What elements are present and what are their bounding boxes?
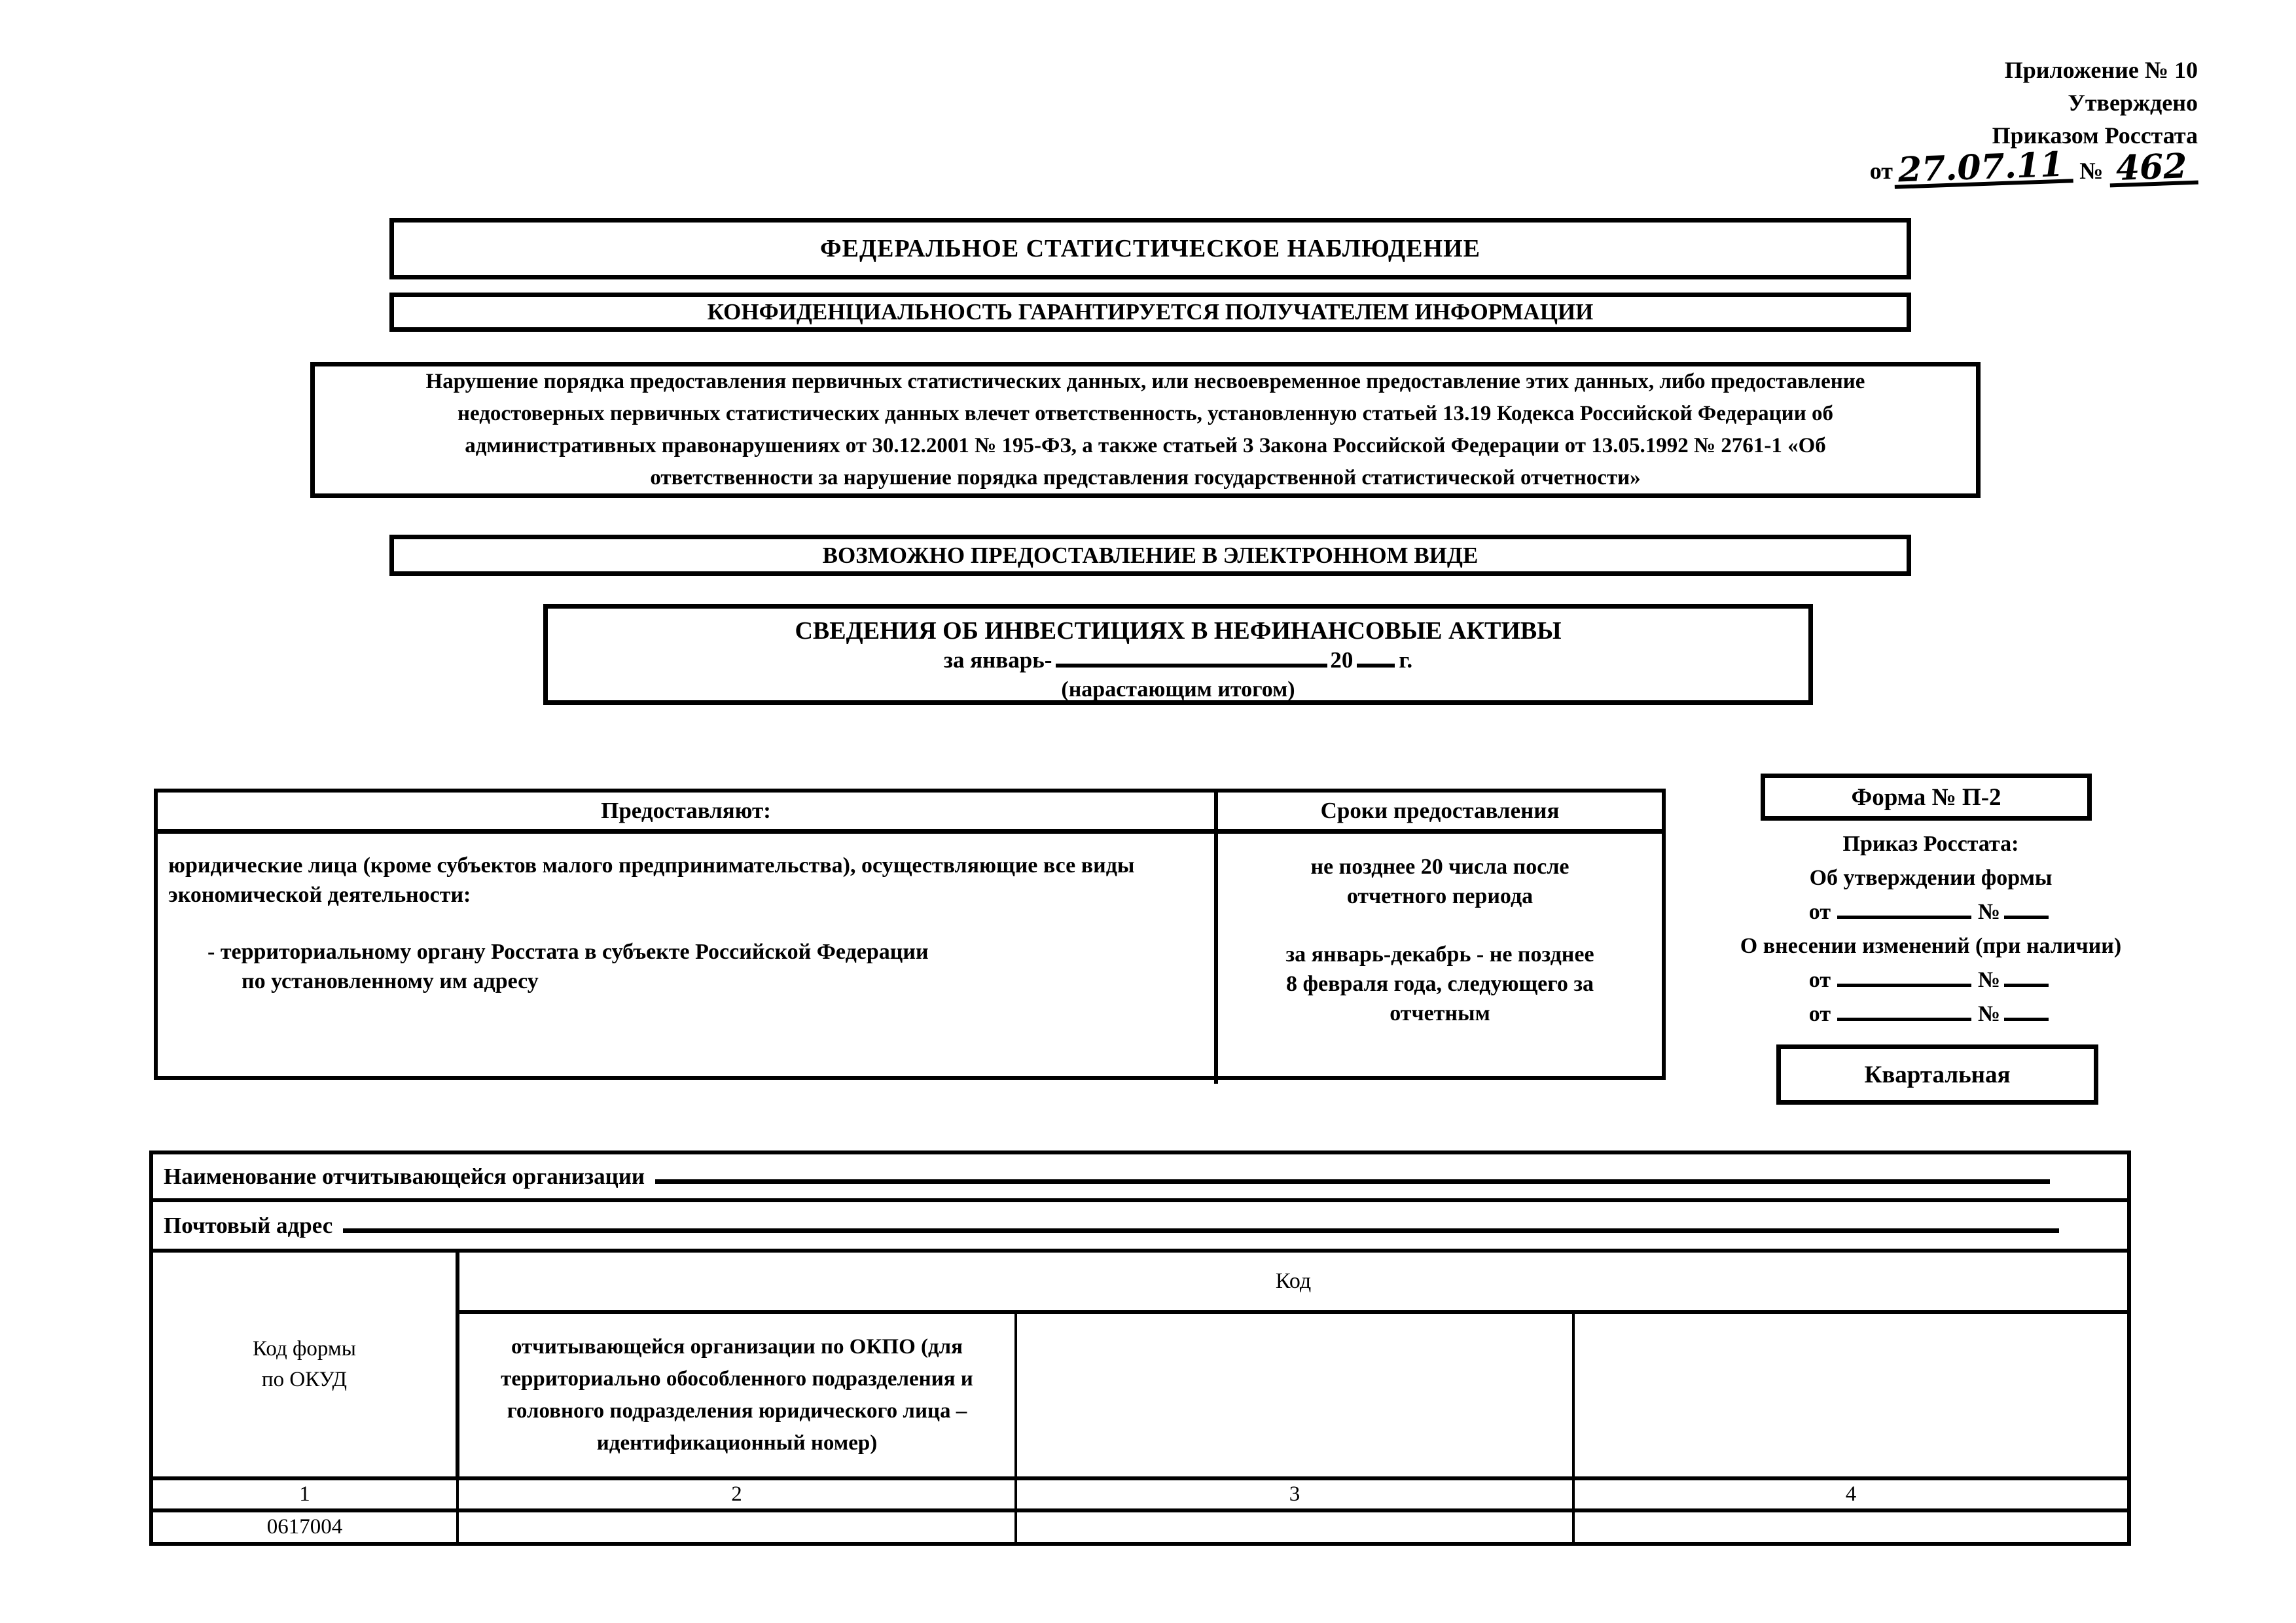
order-title: Приказ Росстата: [1842,832,2019,856]
order-approve-label: Об утверждении формы [1809,866,2053,890]
okpo-header-cell: отчитывающейся организации по ОКПО (для … [456,1310,1017,1480]
providers-recipient-text: - территориальному органу Росстата в суб… [207,940,929,964]
order-date-line-3: от № [1676,997,2186,1031]
column-number-1: 1 [149,1476,459,1512]
order-changes-label: О внесении изменений (при наличии) [1740,934,2122,958]
org-name-input-line[interactable] [655,1179,2051,1184]
order-by-line: Приказом Росстата [1992,122,2198,149]
providers-header-cell: Предоставляют: [158,793,1218,829]
banner-electronic-submission: ВОЗМОЖНО ПРЕДОСТАВЛЕНИЕ В ЭЛЕКТРОННОМ ВИ… [389,535,1911,576]
banner-confidentiality: КОНФИДЕНЦИАЛЬНОСТЬ ГАРАНТИРУЕТСЯ ПОЛУЧАТ… [389,293,1911,332]
warning-text: Нарушение порядка предоставления первичн… [425,370,1865,490]
okud-value-cell: 0617004 [149,1508,459,1546]
order-date-line-2: от № [1676,963,2186,997]
approved-line: Утверждено [2068,90,2198,116]
from-label-2: от [1808,968,1831,992]
number-label-1: № [1978,900,2001,924]
rosstat-order-block: Приказ Росстата: Об утверждении формы от… [1676,827,2186,1031]
banner-federal-observation: ФЕДЕРАЛЬНОЕ СТАТИСТИЧЕСКОЕ НАБЛЮДЕНИЕ [389,218,1911,279]
from-label-1: от [1808,900,1831,924]
order-number-input-1[interactable] [2004,916,2049,919]
postal-address-label: Почтовый адрес [164,1212,333,1238]
code-values-row: 0617004 [149,1508,2132,1546]
reporting-period-line: за январь- 20 г. [944,645,1412,675]
deadline-annual-text: за январь-декабрь - не позднее 8 февраля… [1285,942,1594,1026]
postal-address-input-line[interactable] [343,1228,2060,1233]
form-title: СВЕДЕНИЯ ОБ ИНВЕСТИЦИЯХ В НЕФИНАНСОВЫЕ А… [795,617,1562,645]
approval-number-label: № [2079,158,2104,184]
org-name-row: Наименование отчитывающейся организации [149,1150,2132,1202]
order-date-input-2[interactable] [1837,984,1972,987]
period-year-suffix: г. [1399,647,1413,673]
postal-address-row: Почтовый адрес [149,1198,2132,1253]
period-year-input-line[interactable] [1357,664,1395,668]
providers-address-note: по установленному им адресу [242,969,539,993]
periodicity-box: Квартальная [1776,1044,2098,1105]
approval-date-line: от 27.07.11 № 462 [1831,145,2198,190]
providers-table-header: Предоставляют: Сроки предоставления [158,793,1662,834]
order-date-input-1[interactable] [1837,916,1972,919]
period-month-input-line[interactable] [1056,664,1328,668]
warning-box: Нарушение порядка предоставления первичн… [310,362,1981,498]
code-header-row: Код формы по ОКУД Код [149,1249,2132,1480]
order-date-input-3[interactable] [1837,1018,1972,1021]
deadlines-body-cell: не позднее 20 числа после отчетного пери… [1218,834,1662,1084]
approval-block: Приложение № 10 Утверждено Приказом Росс… [1831,54,2198,190]
period-year-prefix: 20 [1330,647,1354,673]
column-number-2: 2 [456,1476,1017,1512]
approval-from-label: от [1869,158,1893,184]
providers-who-text: юридические лица (кроме субъектов малого… [168,853,1135,907]
okpo-value-cell[interactable] [456,1508,1017,1546]
providers-body-cell: юридические лица (кроме субъектов малого… [158,834,1218,1084]
okud-header-cell: Код формы по ОКУД [149,1249,459,1480]
number-label-2: № [1978,968,2001,992]
column-numbers-row: 1 2 3 4 [149,1476,2132,1512]
deadline-quarterly-text: не позднее 20 числа после отчетного пери… [1310,855,1570,908]
organization-codes-table: Наименование отчитывающейся организации … [149,1150,2132,1546]
form-title-box: СВЕДЕНИЯ ОБ ИНВЕСТИЦИЯХ В НЕФИНАНСОВЫЕ А… [543,604,1813,705]
form-number-box: Форма № П-2 [1761,774,2092,821]
code-value-cell-4[interactable] [1571,1508,2132,1546]
code-header-cell: Код [455,1249,2132,1314]
deadlines-header-cell: Сроки предоставления [1320,798,1560,823]
column-number-4: 4 [1571,1476,2132,1512]
period-prefix: за январь- [943,647,1052,673]
order-date-line-1: от № [1676,895,2186,929]
order-number-input-2[interactable] [2004,984,2049,987]
appendix-line: Приложение № 10 [2004,57,2198,83]
column-number-3: 3 [1014,1476,1575,1512]
okud-header-text: Код формы по ОКУД [253,1337,356,1391]
from-label-3: от [1808,1002,1831,1026]
providers-table-body: юридические лица (кроме субъектов малого… [158,834,1662,1084]
approval-date-handwritten: 27.07.11 [1893,145,2074,190]
code-header-cell-3 [1014,1310,1575,1480]
order-number-input-3[interactable] [2004,1018,2049,1021]
providers-table: Предоставляют: Сроки предоставления юрид… [154,789,1666,1084]
number-label-3: № [1978,1002,2001,1026]
org-name-label: Наименование отчитывающейся организации [164,1163,645,1189]
code-value-cell-3[interactable] [1014,1508,1575,1546]
code-subheader-row: отчитывающейся организации по ОКПО (для … [151,1310,2132,1480]
code-header-cell-4 [1571,1310,2132,1480]
form-subtitle: (нарастающим итогом) [1061,677,1295,702]
approval-number-handwritten: 462 [2109,146,2198,188]
